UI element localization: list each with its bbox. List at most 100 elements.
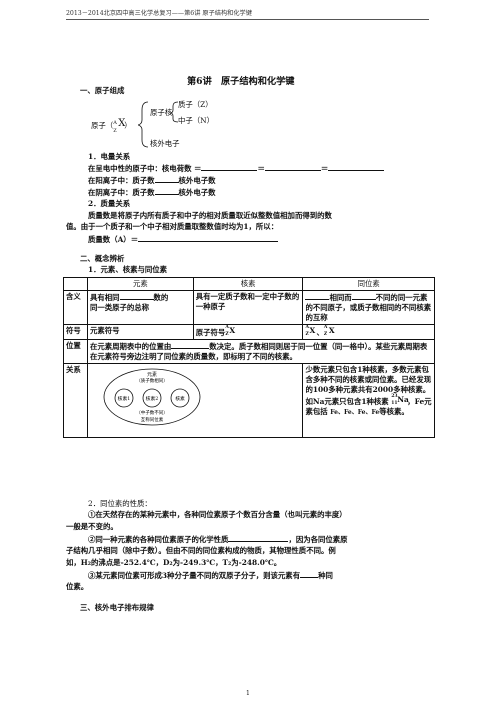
concept-subheading: 1．元素、核素与同位素 — [88, 265, 168, 274]
blank-isotope-2[interactable] — [351, 292, 376, 300]
atom-mass: A — [113, 120, 117, 126]
nucleus-label: 原子核 — [150, 108, 173, 117]
neutron-label: 中子（N） — [178, 116, 215, 125]
mass-formula-text: 质量数（A）＝ — [88, 235, 139, 244]
prop-2b-text: ，因为各同位素原 — [288, 535, 348, 544]
prop-1b: 一般是不变的。 — [66, 522, 118, 531]
page-number: 1 — [246, 690, 250, 697]
prop-2c: 子结构几乎相同（除中子数）。但由不同的同位素构成的物质，其物理性质不同。例 — [66, 546, 336, 555]
prop-1a: ①在天然存在的某种元素中，各种同位素原子个数百分含量（也叫元素的丰度） — [88, 510, 347, 519]
table-row-position: 位置 在元素周期表中的位置由数决定。质子数相同则居于同一位置（同一格中）。某些元… — [63, 339, 436, 364]
section-1-heading: 一、原子组成 — [80, 86, 125, 95]
blank-2[interactable] — [264, 163, 321, 171]
charge-subheading: 1．电量关系 — [88, 152, 131, 161]
nuc-a: A — [225, 325, 229, 330]
na-z: 11 — [391, 401, 398, 406]
nuc-z: Z — [225, 332, 229, 337]
fe-list: Fe、Fe、Fe、Fe — [330, 409, 380, 416]
na-mass: 23 — [391, 394, 398, 399]
blank-1[interactable] — [201, 163, 258, 171]
relation-end: 等核素。 — [379, 407, 409, 416]
blank-chem-prop[interactable] — [228, 534, 289, 542]
blank-cation[interactable] — [154, 175, 179, 183]
iso1-z: Z — [305, 332, 309, 337]
atom-close: ） — [124, 121, 132, 130]
atom-number: Z — [113, 128, 117, 134]
anion-text-b: 核外电子数 — [178, 188, 216, 197]
table-row-meaning: 含义 具有相同数的同一类原子的总称 具有一定质子数和一定中子数的一种原子 相同而… — [63, 290, 435, 325]
diag-n2: 核素2 — [146, 395, 159, 402]
na-sym: Na — [397, 395, 409, 404]
symbol-nuclide-text: 原子符号 — [195, 328, 226, 337]
diag-n3: 核素 — [175, 395, 185, 402]
meaning-isotope: 相同而不同的同一元素的不同原子，或质子数相同的不同核素的互称 — [302, 290, 435, 325]
isotope-diagram: 元素 （质子数相同） 核素1 核素2 核素 （中子数不同） 互称同位素 — [103, 368, 201, 426]
charge-line-anion: 在阴离子中：质子数 核外电子数 — [88, 187, 216, 198]
iso2-x: X — [328, 326, 335, 335]
position-b: 数决定。质子数相同则居于同一位置（同一格中）。某些元素周期表在元素符号旁边注明了… — [89, 342, 428, 361]
atom-symbol: X — [118, 118, 126, 129]
blank-isotope-count[interactable] — [300, 570, 319, 578]
diag-mid: （中子数不同） — [136, 409, 168, 416]
blank-mass[interactable] — [138, 234, 279, 242]
isotope-props-subheading: 2．同位素的性质： — [88, 499, 152, 508]
diag-outer-sub: （质子数相同） — [136, 377, 168, 384]
nuc-x: X — [229, 326, 236, 335]
blank-isotope-1[interactable] — [305, 292, 330, 300]
row-label-position: 位置 — [63, 339, 88, 364]
mass-formula-line: 质量数（A）＝ — [88, 234, 279, 245]
lecture-title: 第6讲 原子结构和化学键 — [187, 76, 295, 87]
meaning-element-b: 数的 — [153, 293, 169, 302]
eq-1: ＝ — [257, 164, 265, 173]
header-isotope: 同位素 — [302, 277, 435, 291]
diag-outer: 元素 — [147, 371, 157, 378]
header-nuclide: 核素 — [192, 277, 304, 291]
row-label-meaning: 含义 — [63, 290, 88, 325]
meaning-nuclide: 具有一定质子数和一定中子数的一种原子 — [192, 290, 304, 325]
relation-fe: ，Fe元素包括 — [305, 397, 432, 416]
diag-n1: 核素1 — [118, 395, 131, 402]
table-header-row: 元素 核素 同位素 — [63, 277, 435, 291]
charge-line-neutral: 在呈电中性的原子中：核电荷数 ＝＝＝ — [88, 163, 385, 174]
iso1-a: A — [305, 325, 309, 330]
mass-subheading: 2．质量关系 — [88, 199, 131, 208]
row-label-relation: 关系 — [63, 363, 88, 438]
electron-label: 核外电子 — [150, 139, 180, 148]
prop-3b-text: 种同 — [318, 571, 333, 580]
row-label-symbol: 符号 — [63, 324, 88, 340]
section-3-heading: 三、核外电子排布规律 — [80, 603, 154, 612]
charge-line-neutral-text: 在呈电中性的原子中：核电荷数 ＝ — [88, 164, 202, 173]
blank-meaning-element[interactable] — [119, 292, 154, 300]
atom-brace — [138, 101, 179, 148]
blank-anion[interactable] — [154, 187, 179, 195]
meaning-element: 具有相同数的同一类原子的总称 — [86, 290, 194, 325]
header-blank — [63, 277, 88, 291]
meaning-element-a: 具有相同 — [89, 293, 120, 302]
position-text: 在元素周期表中的位置由数决定。质子数相同则居于同一位置（同一格中）。某些元素周期… — [86, 339, 436, 364]
prop-2a-text: ②同一种元素的各种同位素原子的化学性质 — [88, 535, 229, 544]
symbol-element: 元素符号 — [86, 324, 194, 340]
table-row-relation: 关系 元素 （质子数相同） 核素1 核素2 核素 （中子数不同） 互称同位素 少… — [63, 363, 435, 438]
relation-diagram-cell: 元素 （质子数相同） 核素1 核素2 核素 （中子数不同） 互称同位素 — [86, 363, 304, 438]
mass-text-1: 质量数是将原子内所有质子和中子的相对质量取近似整数值相加而得到的数 — [88, 211, 332, 220]
anion-text-a: 在阴离子中：质子数 — [88, 188, 155, 197]
atom-label-text: 原子（ — [91, 121, 114, 130]
blank-3[interactable] — [328, 163, 385, 171]
page-header: 2013－2014北京四中高三化学总复习——第6讲 原子结构和化学键 — [66, 8, 429, 20]
prop-3a-text: ③某元素同位素可形成3种分子量不同的双原子分子，则该元素有 — [88, 571, 301, 580]
blank-position[interactable] — [171, 341, 210, 349]
iso2-a: A′ — [323, 325, 329, 330]
position-a: 在元素周期表中的位置由 — [89, 342, 172, 351]
relation-text-body: 少数元素只包含1种核素，多数元素包含多种不同的核素或同位素。已经发现的100多种… — [305, 365, 432, 406]
meaning-isotope-b: 不同的同一元素的不同原子，或质子数相同的不同核素的互称 — [305, 293, 432, 322]
meaning-isotope-a: 相同而 — [329, 293, 352, 302]
section-2-heading: 二、概念辨析 — [80, 254, 125, 263]
